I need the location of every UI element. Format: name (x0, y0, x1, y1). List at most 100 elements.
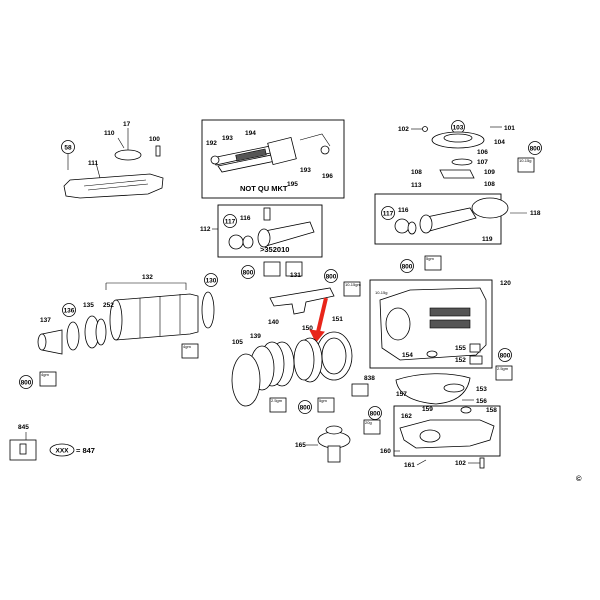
gear-165: 165 (295, 425, 351, 463)
label-105: 105 (232, 339, 243, 346)
gear-housing-lower: 800 20g 162 159 158 160 161 102 (363, 405, 501, 469)
kit-845: 845 XXX = 847 (9, 424, 95, 461)
label-153: 153 (476, 386, 487, 393)
ref-badge-800-e (324, 269, 338, 283)
grease-amt-g5: 4gm (41, 372, 49, 377)
label-118: 118 (530, 210, 541, 217)
label-116a: 116 (240, 215, 251, 222)
label-135: 135 (83, 302, 94, 309)
label-120: 120 (500, 280, 511, 287)
label-140: 140 (268, 319, 279, 326)
gasket-157 (395, 373, 471, 405)
kit-placeholder: XXX (55, 448, 69, 455)
label-103: 103 (453, 125, 464, 132)
kit-equation: = 847 (76, 446, 95, 455)
label-104: 104 (494, 139, 505, 146)
not-qu-mkt-frame (201, 119, 345, 199)
label-150: 150 (302, 325, 313, 332)
ref-badge-800-h (368, 406, 382, 420)
label-156: 156 (476, 398, 487, 405)
knob-part (114, 149, 142, 161)
ref-badge-800-c (241, 265, 255, 279)
lower-housing-part (399, 419, 495, 449)
barrel-part (115, 293, 199, 341)
highlight-arrow (316, 297, 328, 333)
label-113: 113 (411, 182, 422, 189)
grease-800-h: 800 (370, 411, 381, 418)
label-110: 110 (104, 130, 115, 137)
label-195: 195 (287, 181, 298, 188)
label-165: 165 (295, 442, 306, 449)
kit-placeholder-badge (49, 443, 75, 457)
ring-105 (231, 353, 261, 407)
grease-800-e: 800 (326, 274, 337, 281)
crank-assembly-center: 112 117 116 >352010 800 (200, 204, 323, 279)
grease-800-b: 800 (402, 264, 413, 271)
label-193b: 193 (300, 167, 311, 174)
label-107: 107 (477, 159, 488, 166)
ref-badge-117b (381, 206, 395, 220)
gear-housing-upper: 102 103 101 104 106 107 108 109 113 108 … (398, 120, 542, 189)
label-108b: 108 (484, 181, 495, 188)
label-152: 152 (455, 357, 466, 364)
housing-120: 120 155 154 152 838 10-15g 800 2.5gm (351, 279, 513, 397)
label-112: 112 (200, 226, 211, 233)
grease-amt-g4b: 10-15g (375, 290, 387, 295)
ring-130 (201, 291, 215, 329)
label-160: 160 (380, 448, 391, 455)
gasket-group: 157 153 156 (395, 373, 487, 405)
label-196: 196 (322, 173, 333, 180)
label-193a: 193 (222, 135, 233, 142)
label-192: 192 (206, 140, 217, 147)
label-155: 155 (455, 345, 466, 352)
grease-amt-g6: 4gm (183, 344, 191, 349)
label-154: 154 (402, 352, 413, 359)
gear-cluster-150: 150 151 140 139 105 800 2.5gm 5gm (231, 297, 353, 414)
label-101: 101 (504, 125, 515, 132)
label-158: 158 (486, 407, 497, 414)
ref-badge-130 (204, 273, 218, 287)
label-17: 17 (123, 121, 131, 128)
label-130: 130 (206, 278, 217, 285)
label-161: 161 (404, 462, 415, 469)
grease-800-a: 800 (530, 146, 541, 153)
copyright-mark: © (576, 474, 582, 483)
label-159: 159 (422, 406, 433, 413)
ref-badge-800-g (498, 348, 512, 362)
label-117a: 117 (225, 219, 236, 226)
label-137: 137 (40, 317, 51, 324)
side-cover-part (63, 173, 164, 199)
crank-assembly-right: 117 116 118 119 800 5gm (374, 193, 541, 273)
label-58: 58 (64, 145, 72, 152)
ref-badge-800-f (298, 400, 312, 414)
ref-badge-800-d (19, 375, 33, 389)
label-845: 845 (18, 424, 29, 431)
label-132: 132 (142, 274, 153, 281)
ref-badge-800-a (528, 141, 542, 155)
label-838: 838 (364, 375, 375, 382)
ref-badge-117a (223, 214, 237, 228)
grease-amt-g11: 10-15gm (345, 282, 361, 287)
not-qu-mkt-text: NOT QU MKT (240, 184, 288, 193)
label-151: 151 (332, 316, 343, 323)
label-194: 194 (245, 130, 256, 137)
grease-amt-g7: 2.5gm (271, 398, 283, 403)
label-162: 162 (401, 413, 412, 420)
ref-badge-800-b (400, 259, 414, 273)
label-111: 111 (88, 160, 99, 167)
grease-800-f: 800 (300, 405, 311, 412)
barrel-assembly: 132 130 135 252 136 137 800 4gm 4gm (19, 273, 218, 389)
label-117b: 117 (383, 211, 394, 218)
ref-badge-58 (61, 140, 75, 154)
label-102b: 102 (455, 460, 466, 467)
label-102a: 102 (398, 126, 409, 133)
label-131: 131 (290, 272, 301, 279)
ref-badge-136 (62, 303, 76, 317)
label-106: 106 (477, 149, 488, 156)
grease-amt-g8: 5gm (319, 398, 327, 403)
label-139: 139 (250, 333, 261, 340)
grease-amt-g1: 5gm (426, 256, 434, 261)
side-cover-assembly: 58 111 110 17 100 (61, 121, 164, 199)
label-116b: 116 (398, 207, 409, 214)
